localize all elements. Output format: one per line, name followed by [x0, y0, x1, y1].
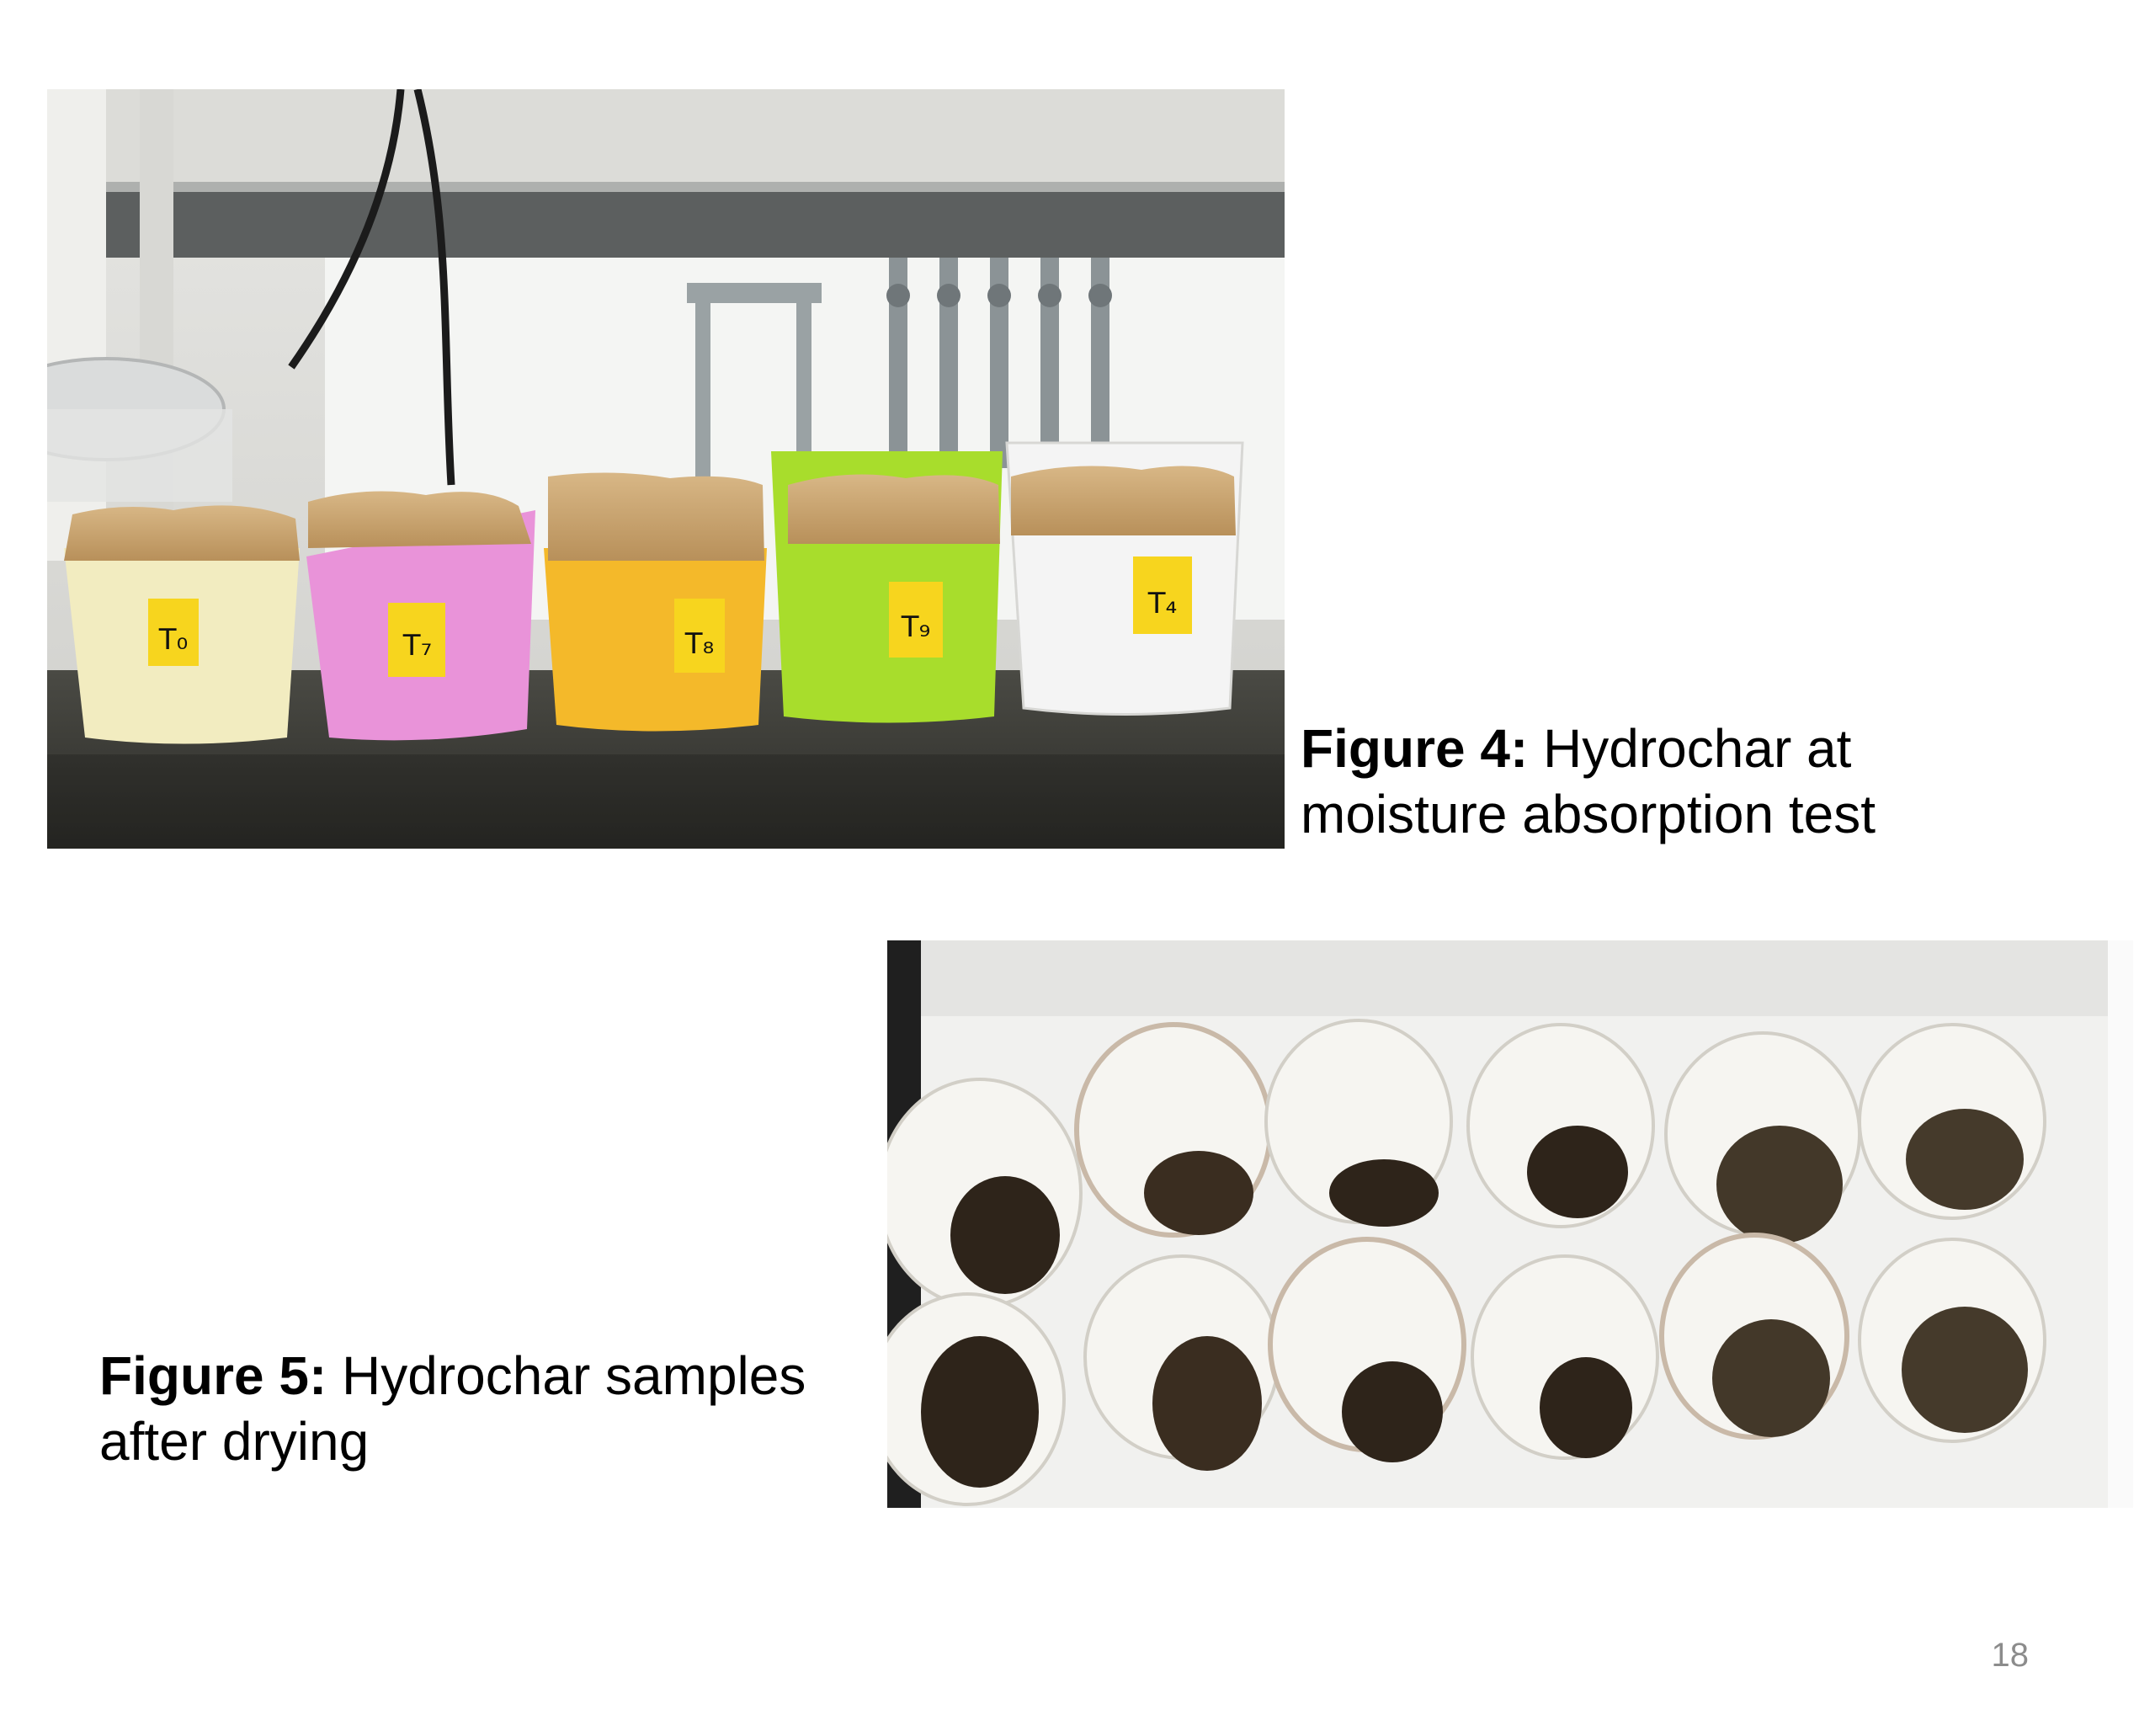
figure4-photo-illustration: T₀ T₇ T₈ T₉	[47, 89, 1285, 849]
figure4-caption-line2: moisture absorption test	[1301, 784, 1876, 844]
container-2-label: T₇	[402, 629, 432, 663]
container-5-label: T₄	[1147, 587, 1177, 620]
figure4-caption-text1: Hydrochar at	[1528, 718, 1852, 779]
figure5-caption-text1: Hydrochar samples	[327, 1345, 806, 1406]
figure4-photo: T₀ T₇ T₈ T₉	[47, 89, 1285, 849]
figure4-caption-line1: Figure 4: Hydrochar at	[1301, 716, 1974, 781]
container-3: T₈	[544, 472, 767, 732]
figure5-photo-illustration	[887, 940, 2133, 1508]
container-1: T₀	[64, 505, 300, 744]
container-3-label: T₈	[684, 627, 714, 661]
figure5-photo	[887, 940, 2133, 1508]
container-5: T₄	[1005, 441, 1244, 716]
figure5-caption-line1: Figure 5: Hydrochar samples	[99, 1343, 857, 1409]
figure4-label: Figure 4:	[1301, 718, 1529, 779]
container-4-label: T₉	[901, 610, 930, 644]
cup-row-top	[887, 1019, 2046, 1308]
figure5-label: Figure 5:	[99, 1345, 327, 1406]
cup-row-bottom	[887, 1233, 2046, 1506]
page-number: 18	[1991, 1637, 2030, 1674]
figure4-caption: Figure 4: Hydrochar at moisture absorpti…	[1301, 716, 1974, 847]
container-4: T₉	[771, 451, 1003, 723]
container-1-label: T₀	[158, 623, 188, 657]
container-2: T₇	[306, 491, 535, 741]
figure5-caption: Figure 5: Hydrochar samples after drying	[99, 1343, 857, 1474]
figure5-caption-line2: after drying	[99, 1411, 370, 1472]
